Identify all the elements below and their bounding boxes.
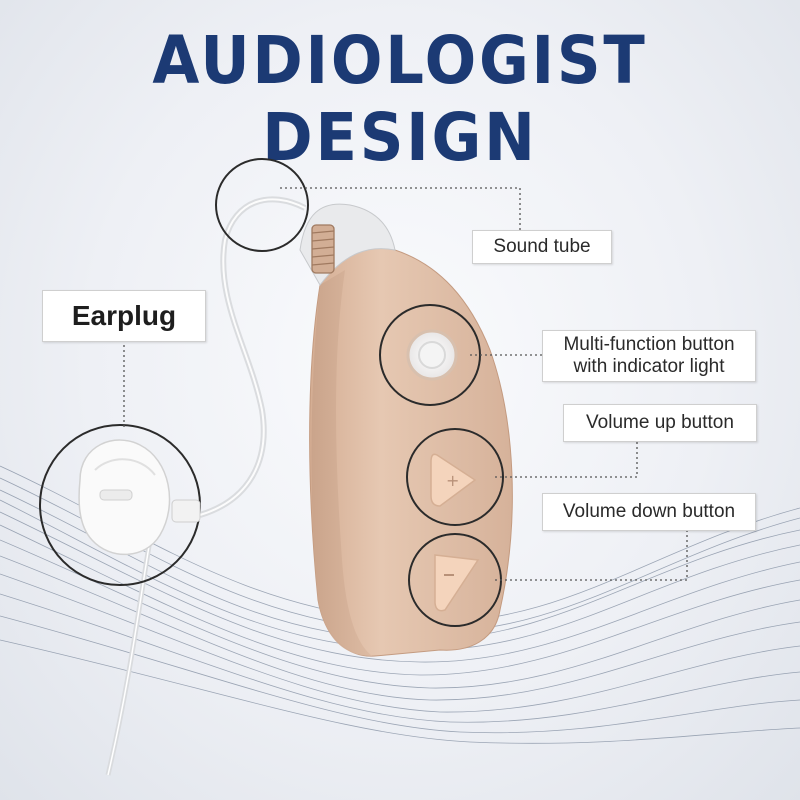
sound-tube-callout-circle	[215, 158, 309, 252]
leader-lines	[123, 187, 688, 581]
sound-tube-label: Sound tube	[472, 230, 612, 264]
multi-function-button[interactable]	[379, 304, 481, 406]
sound-tube	[199, 196, 307, 518]
multi-function-button-label: Multi-function button with indicator lig…	[542, 330, 756, 382]
earplug-label: Earplug	[42, 290, 206, 342]
volume-down-button-label: Volume down button	[542, 493, 756, 531]
multi-function-label-line1: Multi-function button	[563, 334, 735, 355]
volume-up-button-label: Volume up button	[563, 404, 757, 442]
multi-function-label-line2: with indicator light	[573, 356, 725, 377]
hearing-aid-body	[299, 203, 513, 657]
svg-text:+: +	[446, 471, 459, 490]
volume-up-button[interactable]: +	[406, 428, 504, 526]
earplug-illustration	[39, 424, 201, 586]
page-title: AUDIOLOGIST DESIGN	[152, 22, 648, 176]
